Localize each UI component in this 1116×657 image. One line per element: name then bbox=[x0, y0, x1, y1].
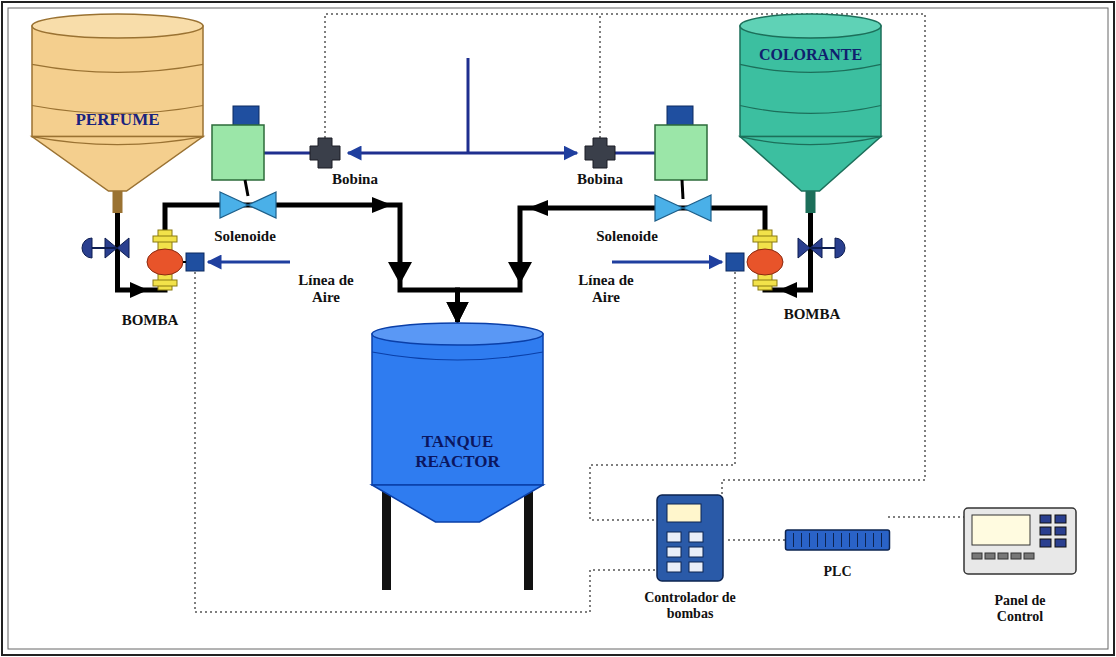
solenoid-body bbox=[212, 125, 264, 180]
part-label: Bobina bbox=[320, 171, 390, 188]
control-wire bbox=[325, 14, 925, 495]
pump-flange bbox=[153, 236, 177, 242]
valve-actuator bbox=[82, 238, 92, 258]
air-line bbox=[208, 261, 290, 264]
valve-stem bbox=[810, 247, 835, 249]
hopper-node: COLORANTE bbox=[738, 12, 883, 213]
plc-node: PLC bbox=[775, 528, 900, 588]
part-label: BOMBA bbox=[110, 312, 190, 329]
pump-body bbox=[147, 249, 183, 275]
coil-symbols bbox=[310, 138, 615, 168]
signal-cable bbox=[888, 516, 964, 518]
node-label: Controlador de bombas bbox=[640, 590, 740, 622]
signal-cable bbox=[728, 539, 785, 541]
node-label: Panel de Control bbox=[978, 593, 1062, 625]
pump-flange bbox=[153, 280, 177, 286]
reactor-node: TANQUE REACTOR bbox=[370, 322, 545, 590]
valve-stem bbox=[682, 180, 683, 199]
solenoid-cap bbox=[233, 106, 259, 126]
pipe-arrowhead bbox=[388, 262, 412, 284]
node-label: PERFUME bbox=[75, 110, 159, 130]
solenoid-valves bbox=[220, 192, 711, 221]
solenoid-cap bbox=[667, 106, 693, 126]
pipe-line bbox=[458, 208, 811, 322]
pump-flange bbox=[753, 280, 777, 286]
signal-line bbox=[615, 152, 657, 155]
part-label: Solenoide bbox=[582, 228, 672, 245]
valve-actuator bbox=[835, 238, 845, 258]
pump-flange bbox=[753, 236, 777, 242]
part-label: Línea de Aire bbox=[290, 272, 362, 307]
valve-stem bbox=[92, 247, 117, 249]
pipe-arrowhead bbox=[779, 282, 797, 298]
signal-line bbox=[262, 152, 310, 155]
node-label: TANQUE REACTOR bbox=[403, 432, 513, 471]
pipe-arrowhead bbox=[508, 262, 532, 284]
node-label: PLC bbox=[824, 564, 852, 580]
air-line bbox=[612, 261, 722, 264]
part-label: Bobina bbox=[565, 171, 635, 188]
solenoid-valve bbox=[220, 192, 276, 218]
pipe-line bbox=[118, 205, 458, 322]
node-label: COLORANTE bbox=[759, 46, 862, 64]
solenoid-symbols bbox=[212, 106, 707, 199]
signal-line bbox=[348, 152, 468, 155]
coil-symbol bbox=[585, 138, 615, 168]
coil-symbol bbox=[310, 138, 340, 168]
part-label: Línea de Aire bbox=[570, 272, 642, 307]
part-label: BOMBA bbox=[772, 306, 852, 323]
hopper-shape bbox=[738, 12, 883, 213]
panel-node: Panel de Control bbox=[955, 505, 1085, 635]
solenoid-valve bbox=[655, 195, 711, 221]
controller-node: Controlador de bombas bbox=[635, 492, 745, 634]
control-wire bbox=[599, 14, 601, 138]
part-label: Solenoide bbox=[200, 228, 290, 245]
control-wire bbox=[195, 272, 657, 612]
valve-stem bbox=[245, 180, 248, 196]
hopper-node: PERFUME bbox=[30, 12, 205, 213]
air-lines bbox=[208, 261, 722, 264]
pipe-arrowhead bbox=[130, 282, 148, 298]
pump-actuator bbox=[726, 253, 744, 271]
solenoid-body bbox=[655, 125, 707, 180]
inner-frame bbox=[8, 8, 1108, 649]
signal-line bbox=[468, 152, 577, 155]
pump-body bbox=[747, 249, 783, 275]
control-wire bbox=[590, 272, 735, 520]
pipe-arrowhead bbox=[372, 197, 392, 213]
pump-actuator bbox=[186, 253, 204, 271]
control-wires bbox=[195, 14, 925, 612]
pipe-arrowhead bbox=[528, 200, 548, 216]
signal-line bbox=[467, 58, 470, 153]
